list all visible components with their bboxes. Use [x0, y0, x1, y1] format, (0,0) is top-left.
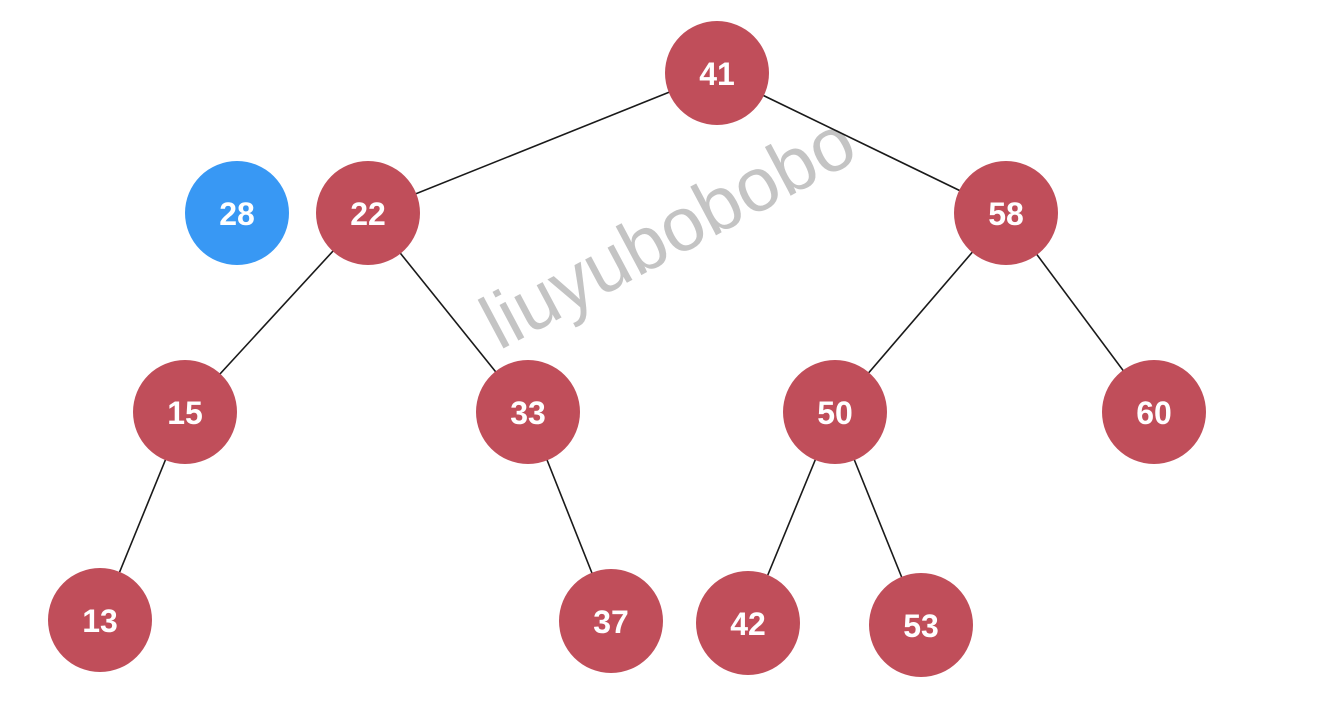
nodes-layer: 41 22 58 15 33 50 60 13 37 42 53 28	[48, 21, 1206, 677]
node-label: 53	[903, 608, 939, 644]
node-label: 22	[350, 196, 386, 232]
tree-node: 13	[48, 568, 152, 672]
tree-node: 33	[476, 360, 580, 464]
node-circle	[696, 571, 800, 675]
node-circle	[316, 161, 420, 265]
node-label: 42	[730, 606, 766, 642]
tree-node: 58	[954, 161, 1058, 265]
node-label: 37	[593, 604, 629, 640]
tree-node: 22	[316, 161, 420, 265]
node-label: 50	[817, 395, 853, 431]
edge-n41-n58	[716, 72, 1007, 214]
watermark-text: liuyubobobo	[467, 98, 869, 365]
node-label: 41	[699, 56, 735, 92]
node-circle	[559, 569, 663, 673]
node-circle	[48, 568, 152, 672]
tree-node: 50	[783, 360, 887, 464]
node-label: 58	[988, 196, 1024, 232]
node-label: 60	[1136, 395, 1172, 431]
tree-node: 53	[869, 573, 973, 677]
tree-node: 15	[133, 360, 237, 464]
node-circle	[476, 360, 580, 464]
node-circle	[1102, 360, 1206, 464]
node-label: 13	[82, 603, 118, 639]
node-label: 33	[510, 395, 546, 431]
node-circle	[869, 573, 973, 677]
tree-node: 41	[665, 21, 769, 125]
node-circle	[133, 360, 237, 464]
node-label: 15	[167, 395, 203, 431]
edges-layer	[99, 72, 1155, 626]
node-label: 28	[219, 196, 255, 232]
node-circle	[665, 21, 769, 125]
pending-node-circle	[185, 161, 289, 265]
tree-node: 60	[1102, 360, 1206, 464]
node-circle	[954, 161, 1058, 265]
tree-node: 42	[696, 571, 800, 675]
edge-n41-n22	[367, 72, 718, 214]
pending-node: 28	[185, 161, 289, 265]
tree-node: 37	[559, 569, 663, 673]
node-circle	[783, 360, 887, 464]
